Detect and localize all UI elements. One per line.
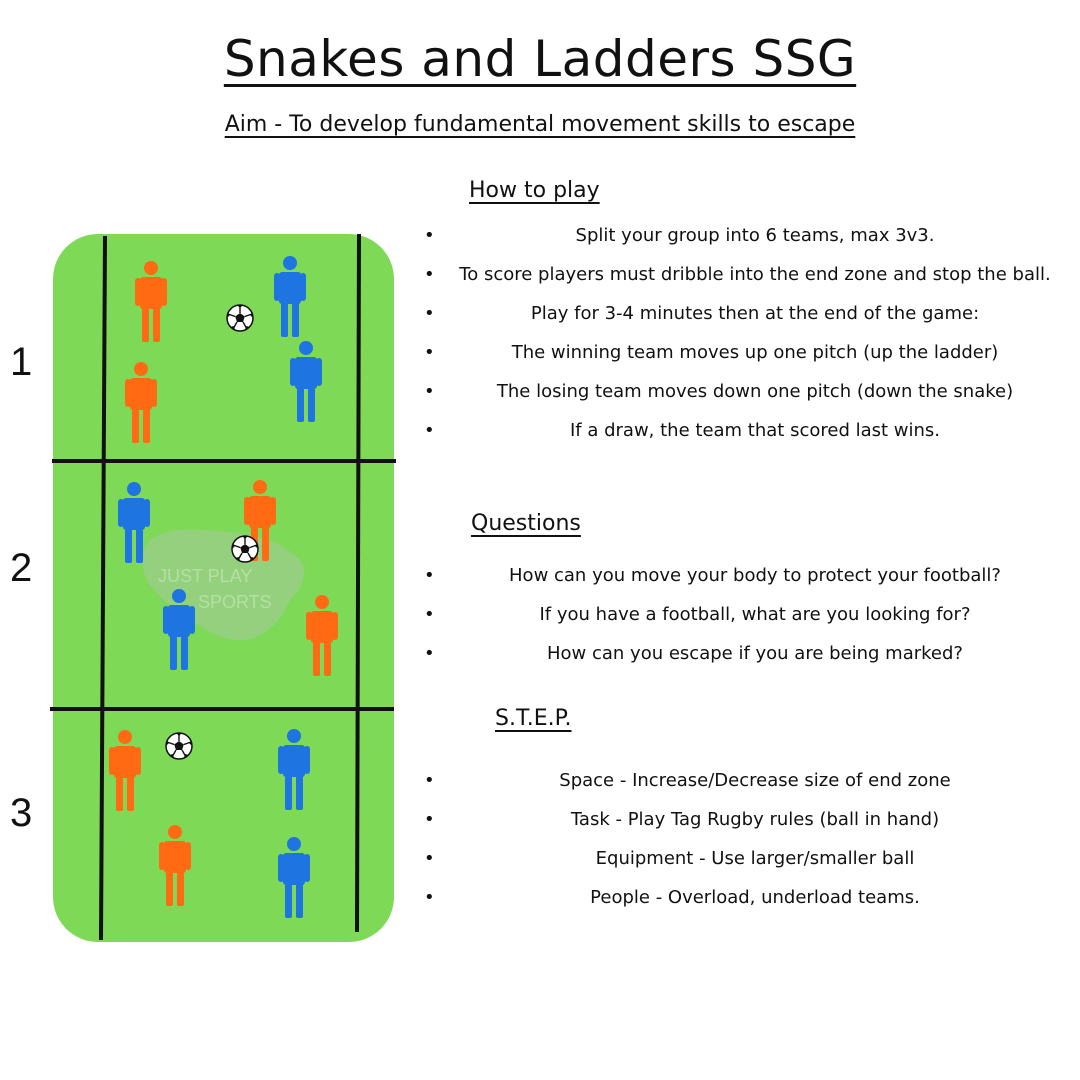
page-title: Snakes and Ladders SSG (223, 30, 857, 88)
list-item: The winning team moves up one pitch (up … (420, 333, 1060, 372)
list-item: Space - Increase/Decrease size of end zo… (420, 761, 1060, 800)
list-item: People - Overload, underload teams. (420, 878, 1060, 917)
how-to-play-list: Split your group into 6 teams, max 3v3. … (420, 216, 1060, 450)
list-item: The losing team moves down one pitch (do… (420, 372, 1060, 411)
list-item: Play for 3-4 minutes then at the end of … (420, 294, 1060, 333)
list-item: To score players must dribble into the e… (420, 255, 1060, 294)
watermark-text-line1: JUST PLAY (158, 566, 252, 586)
pitch-number-1: 1 (10, 340, 33, 384)
pitch-number-2: 2 (10, 546, 33, 590)
questions-list: How can you move your body to protect yo… (420, 556, 1060, 673)
questions-heading: Questions (471, 511, 581, 536)
football-icon (165, 732, 193, 760)
step-list: Space - Increase/Decrease size of end zo… (420, 761, 1060, 917)
list-item: Equipment - Use larger/smaller ball (420, 839, 1060, 878)
list-item: How can you escape if you are being mark… (420, 634, 1060, 673)
list-item: How can you move your body to protect yo… (420, 556, 1060, 595)
pitch-left-line (99, 235, 107, 941)
step-heading: S.T.E.P. (495, 706, 572, 731)
list-item: If a draw, the team that scored last win… (420, 411, 1060, 450)
aim-subtitle: Aim - To develop fundamental movement sk… (224, 112, 856, 137)
pitch-right-line (355, 233, 361, 933)
list-item: Split your group into 6 teams, max 3v3. (420, 216, 1060, 255)
list-item: Task - Play Tag Rugby rules (ball in han… (420, 800, 1060, 839)
how-to-play-heading: How to play (469, 178, 600, 203)
football-icon (226, 304, 254, 332)
football-icon (231, 535, 259, 563)
watermark-text-line2: SPORTS (198, 592, 272, 612)
list-item: If you have a football, what are you loo… (420, 595, 1060, 634)
pitch-number-3: 3 (10, 791, 33, 835)
